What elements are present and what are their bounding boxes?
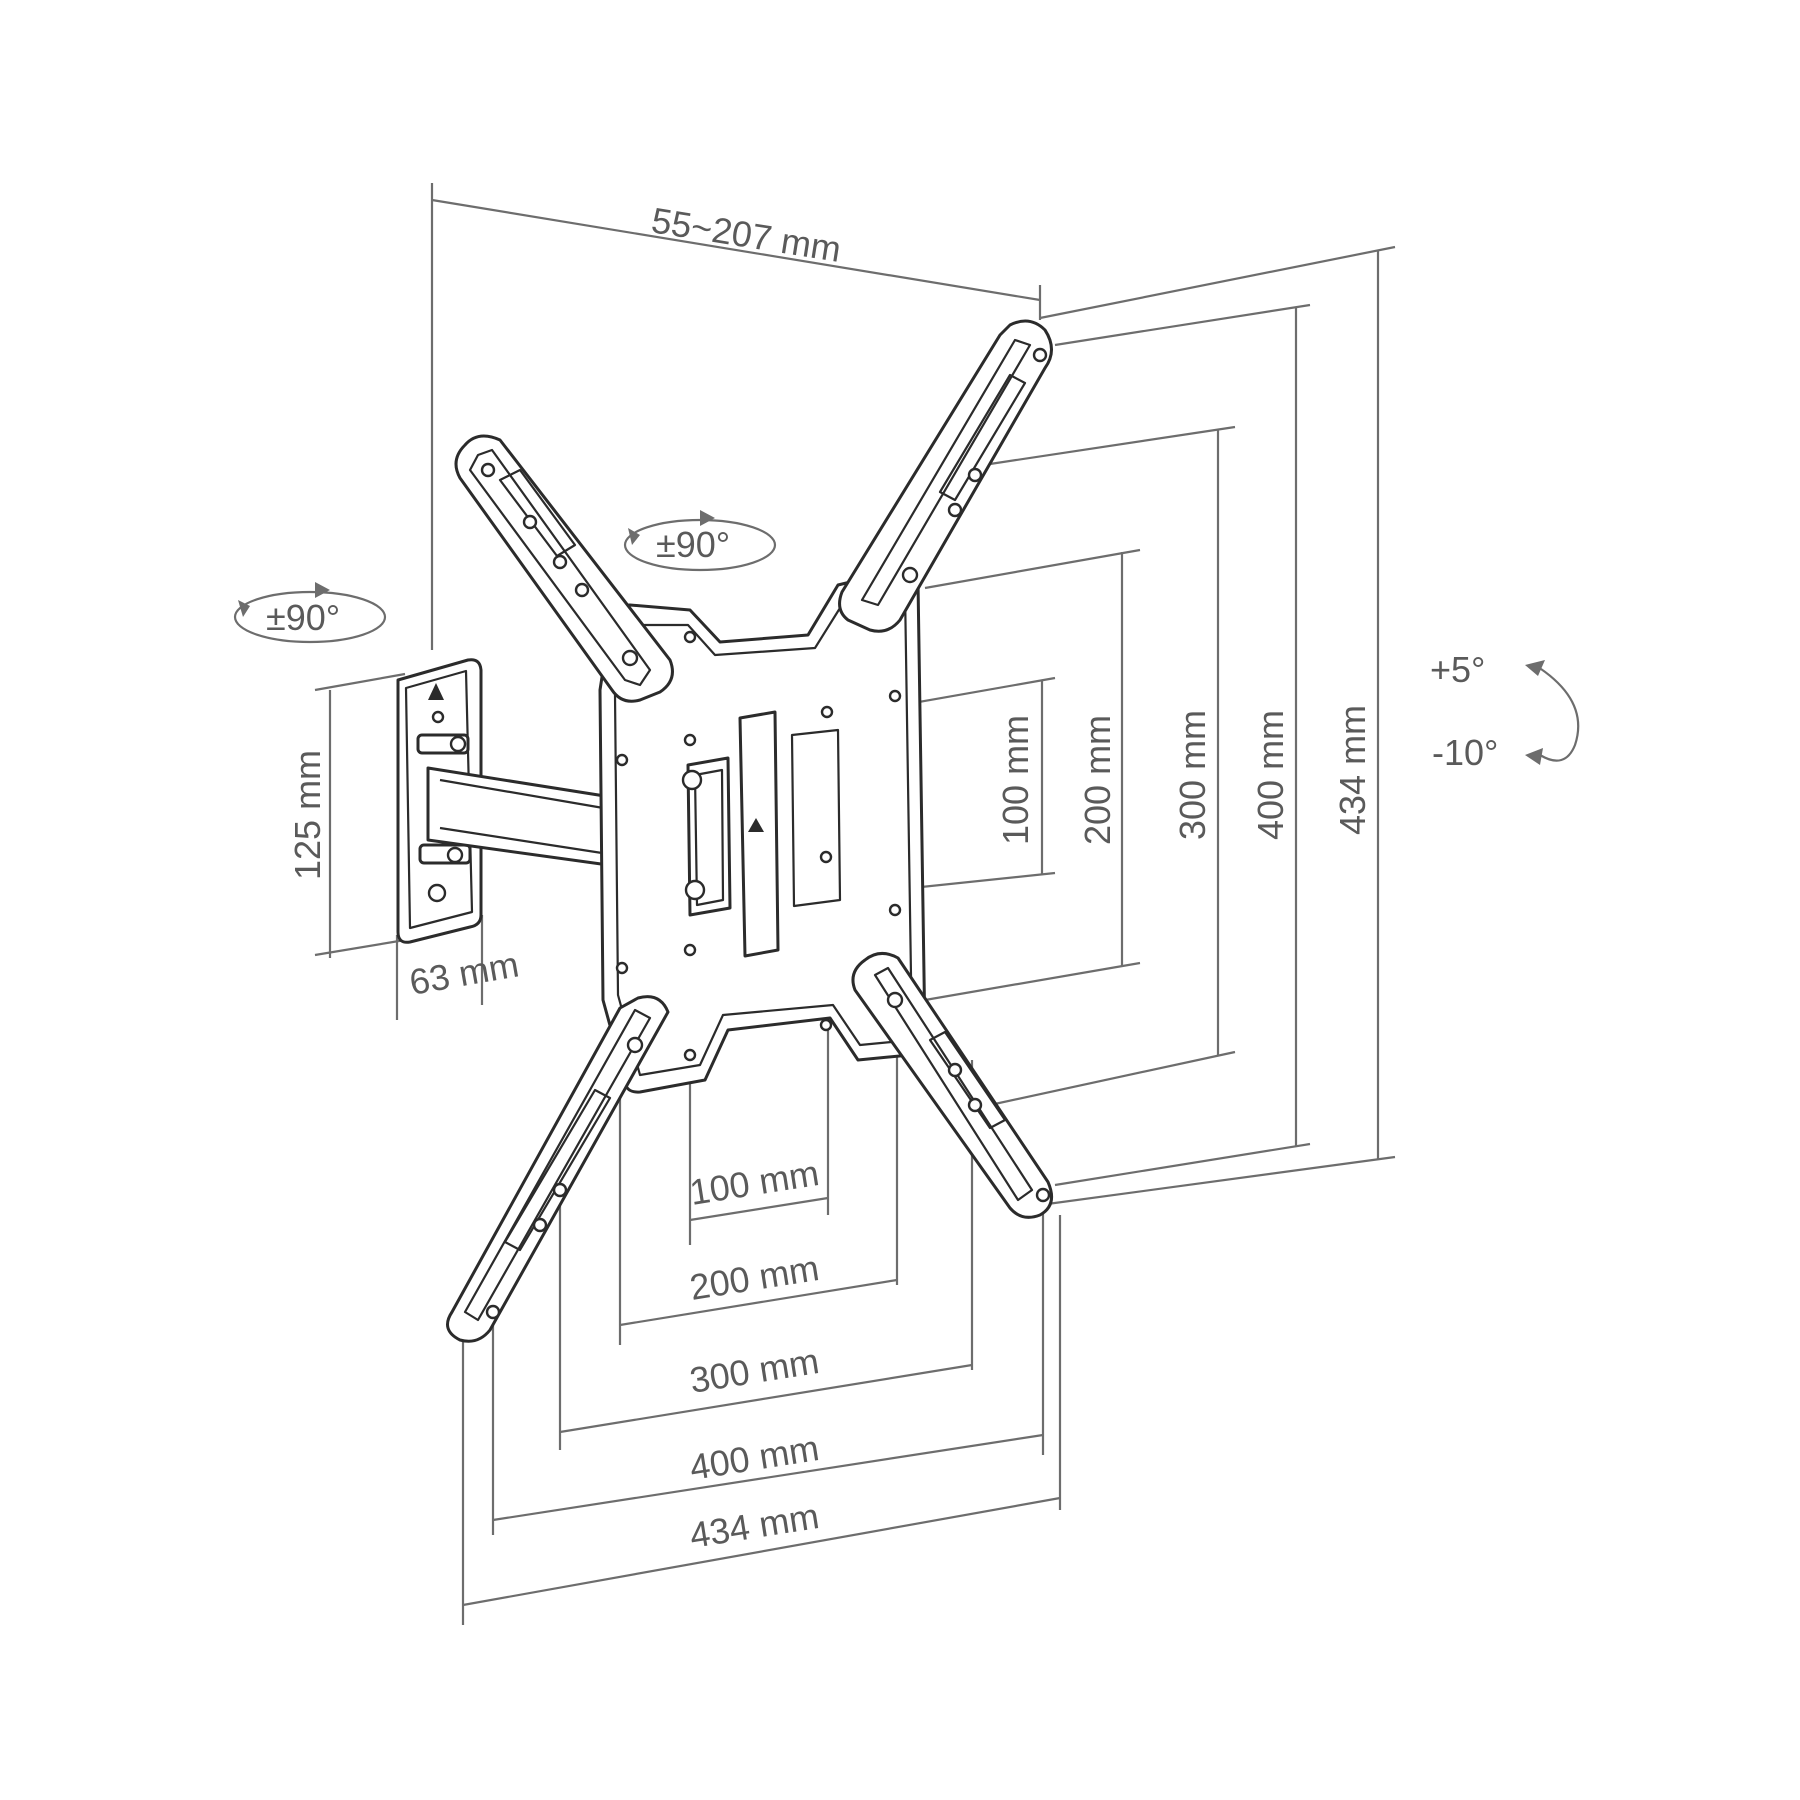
swivel-side-label: ±90° [266, 597, 340, 638]
vertical-434-label: 434 mm [1332, 705, 1373, 835]
vertical-400-label: 400 mm [1250, 710, 1291, 840]
vertical-100-label: 100 mm [995, 715, 1036, 845]
tilt-down-label: -10° [1432, 732, 1498, 773]
vertical-200-label: 200 mm [1077, 715, 1118, 845]
horizontal-434-label: 434 mm [687, 1495, 822, 1556]
horizontal-100-label: 100 mm [687, 1152, 822, 1213]
tilt-symbol: +5° -10° [1430, 649, 1580, 773]
tilt-up-label: +5° [1430, 649, 1485, 690]
vertical-300-label: 300 mm [1172, 710, 1213, 840]
rotate-arrow-icon [700, 510, 715, 526]
horizontal-200-label: 200 mm [687, 1247, 822, 1308]
dimension-lines [314, 183, 1396, 1625]
up-arrow-icon [428, 683, 444, 700]
wall-plate-height-label: 125 mm [287, 750, 328, 880]
swivel-side-symbol: ±90° [233, 582, 387, 644]
tilt-arrow-icon [1525, 660, 1545, 676]
swivel-top-label: ±90° [656, 524, 730, 565]
arm-lower-right [851, 952, 1054, 1219]
center-plate [598, 568, 927, 1094]
depth-label: 55~207 mm [649, 199, 844, 269]
up-arrow-icon [748, 818, 764, 832]
tilt-arrow-icon [1525, 748, 1543, 765]
arm-upper-right [838, 319, 1053, 633]
wall-plate-width-label: 63 mm [406, 943, 521, 1002]
rotate-arrow-icon [238, 600, 250, 617]
arm-lower-left [446, 995, 670, 1343]
arm-upper-left [454, 434, 674, 703]
rotate-arrow-icon [315, 582, 330, 598]
screw-hole [427, 883, 447, 903]
rotate-arrow-icon [628, 528, 640, 545]
screw-hole [431, 710, 445, 724]
swivel-top-symbol: ±90° [623, 510, 777, 572]
